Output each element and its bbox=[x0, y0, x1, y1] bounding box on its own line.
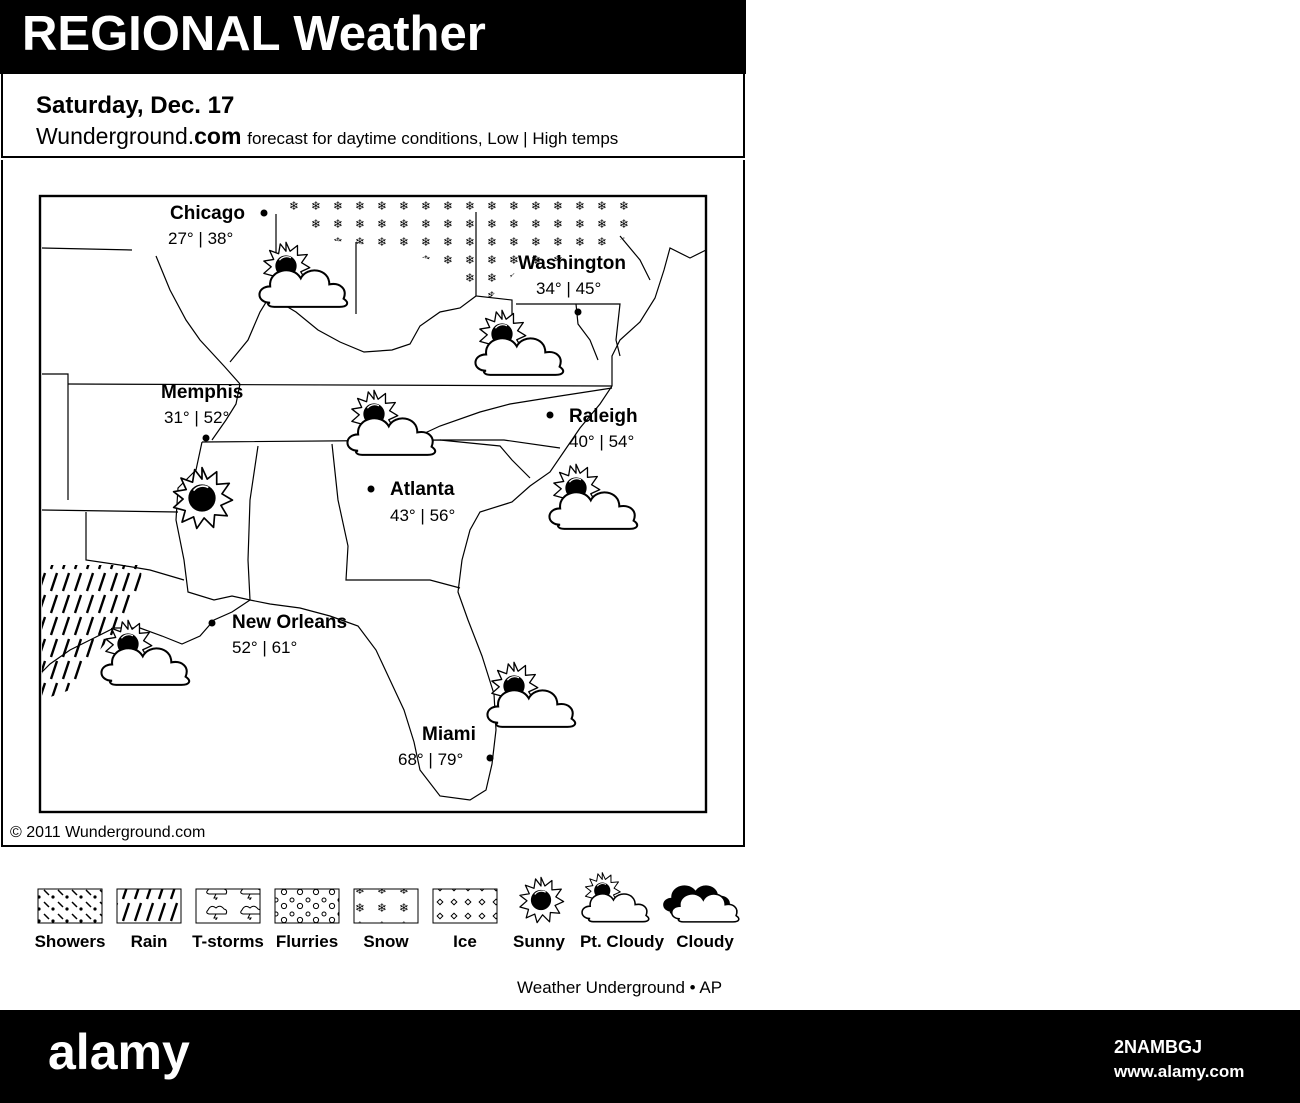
legend-label-sunny: Sunny bbox=[513, 932, 565, 951]
city-temps-washington: 34° | 45° bbox=[536, 279, 602, 298]
memphis-marker bbox=[202, 434, 210, 442]
rain-swatch bbox=[116, 888, 182, 924]
legend-label-flurries: Flurries bbox=[275, 932, 339, 951]
city-label-chicago: Chicago bbox=[170, 203, 245, 224]
legend-swatches bbox=[37, 873, 740, 924]
map-panel bbox=[1, 160, 745, 847]
raleigh-marker bbox=[546, 411, 554, 419]
watermark-bar bbox=[0, 1010, 1300, 1103]
city-temps-chicago: 27° | 38° bbox=[168, 229, 234, 248]
stock-image-id: 2NAMBGJ bbox=[1114, 1037, 1203, 1057]
miami-marker bbox=[486, 754, 494, 762]
sun-icon bbox=[519, 876, 565, 924]
alamy-logo: alamy bbox=[48, 1024, 190, 1080]
source-credit: Weather Underground • AP bbox=[517, 978, 723, 997]
city-temps-atlanta: 43° | 56° bbox=[390, 506, 456, 525]
city-label-atlanta: Atlanta bbox=[390, 479, 455, 500]
stock-url: www.alamy.com bbox=[1114, 1062, 1245, 1081]
map-copyright: © 2011 Wunderground.com bbox=[10, 824, 206, 841]
rain-region bbox=[42, 565, 142, 700]
forecast-description: Wunderground.com forecast for daytime co… bbox=[36, 123, 618, 150]
washington-marker bbox=[574, 308, 582, 316]
tstorms-swatch bbox=[195, 888, 261, 924]
partly-cloudy-icon bbox=[582, 873, 649, 922]
snow-region bbox=[282, 200, 640, 298]
city-temps-miami: 68° | 79° bbox=[398, 750, 464, 769]
city-markers bbox=[202, 209, 582, 762]
city-label-memphis: Memphis bbox=[161, 382, 244, 403]
legend-label-snow: Snow bbox=[363, 932, 409, 951]
forecast-date: Saturday, Dec. 17 bbox=[36, 92, 235, 119]
page-title: REGIONAL Weather bbox=[22, 7, 486, 61]
cloudy-icon bbox=[663, 885, 740, 923]
legend-label-cloudy: Cloudy bbox=[676, 932, 734, 951]
snow-swatch bbox=[353, 888, 419, 924]
legend-label-partly-cloudy: Pt. Cloudy bbox=[579, 932, 665, 951]
legend-label-rain: Rain bbox=[130, 932, 168, 951]
flurries-swatch bbox=[274, 888, 340, 924]
city-temps-memphis: 31° | 52° bbox=[164, 408, 230, 427]
new-orleans-marker bbox=[208, 619, 216, 627]
brand-name: Wunderground.com bbox=[36, 123, 242, 149]
forecast-note: forecast for daytime conditions, Low | H… bbox=[247, 129, 619, 148]
city-temps-raleigh: 40° | 54° bbox=[569, 432, 635, 451]
legend-label-showers: Showers bbox=[34, 932, 106, 951]
city-label-new-orleans: New Orleans bbox=[232, 612, 348, 633]
legend-label-ice: Ice bbox=[453, 932, 477, 951]
city-temps-new-orleans: 52° | 61° bbox=[232, 638, 298, 657]
header-bar bbox=[0, 0, 746, 74]
city-label-miami: Miami bbox=[422, 724, 476, 745]
atlanta-marker bbox=[367, 485, 375, 493]
chicago-marker bbox=[260, 209, 268, 217]
city-label-raleigh: Raleigh bbox=[569, 406, 638, 427]
legend-label-tstorms: T-storms bbox=[192, 932, 264, 951]
showers-swatch bbox=[37, 888, 103, 924]
ice-swatch bbox=[432, 888, 498, 924]
subheader-box bbox=[1, 74, 745, 158]
city-label-washington: Washington bbox=[518, 253, 626, 274]
